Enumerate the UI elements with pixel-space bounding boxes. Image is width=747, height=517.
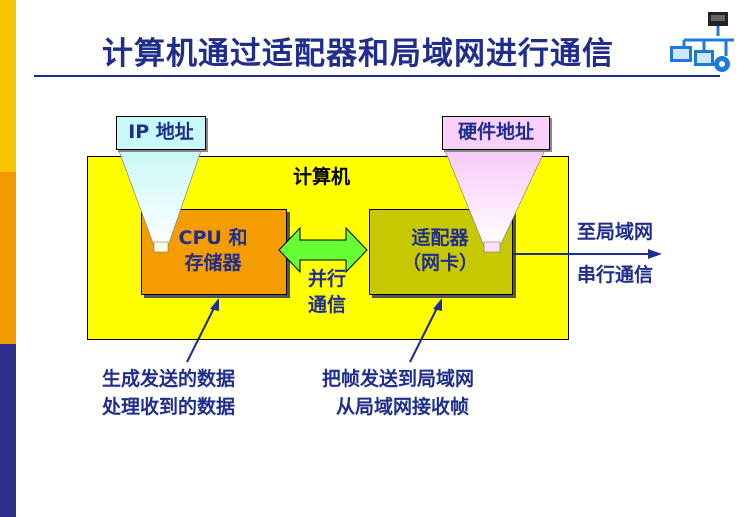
adapter-note-line2: 从局域网接收帧 [336, 396, 470, 418]
lan-arrow-head [648, 249, 662, 259]
network-logo-icon [670, 12, 734, 72]
title-divider [34, 75, 720, 77]
hw-beam [443, 147, 547, 247]
parallel-label-line2: 通信 [308, 294, 347, 316]
adapter-pointer-line [409, 305, 439, 363]
lan-label-line2: 串行通信 [577, 264, 654, 286]
cpu-note-line2: 处理收到的数据 [102, 396, 236, 418]
adapter-pointer-head [433, 298, 442, 311]
parallel-label-line1: 并行 [308, 268, 347, 290]
hw-beam-tip [483, 241, 501, 253]
cpu-pointer-line [186, 305, 216, 363]
side-bar-orange [0, 172, 16, 344]
hardware-address-tag: 硬件地址 [442, 116, 550, 150]
cpu-note-line1: 生成发送的数据 [102, 368, 236, 390]
adapter-note-line1: 把帧发送到局域网 [322, 368, 475, 390]
parallel-double-arrow [278, 226, 368, 274]
cpu-box-line2: 存储器 [184, 252, 242, 274]
side-bar-navy [0, 344, 16, 517]
cpu-box-line1: CPU 和 [178, 227, 248, 249]
lan-label-line1: 至局域网 [577, 221, 654, 243]
computer-label: 计算机 [293, 166, 351, 188]
cpu-pointer-head [210, 298, 219, 311]
adapter-box-line1: 适配器 [411, 227, 469, 249]
ip-beam-tip [153, 241, 169, 253]
ip-address-tag: IP 地址 [116, 116, 206, 150]
ip-beam [117, 147, 203, 247]
side-bar-yellow [0, 0, 16, 172]
adapter-box-line2: （网卡） [401, 252, 478, 274]
page-title: 计算机通过适配器和局域网进行通信 [102, 36, 614, 72]
